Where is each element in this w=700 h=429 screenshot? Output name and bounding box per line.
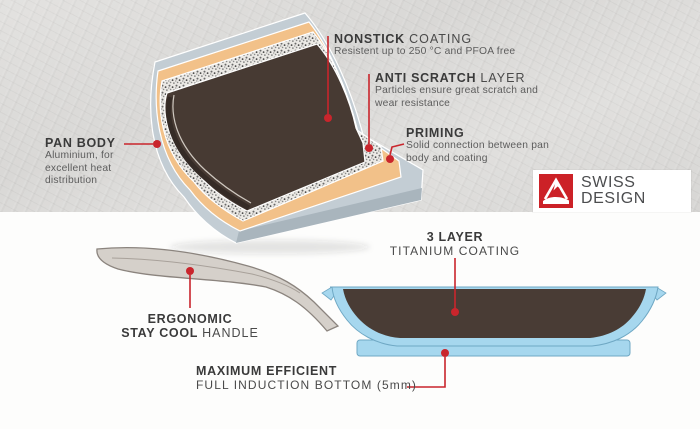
callout-dots bbox=[153, 114, 459, 357]
red-dot-marker-priming bbox=[386, 155, 394, 163]
induction-line2: FULL INDUCTION BOTTOM (5mm) bbox=[196, 378, 418, 392]
brand-name: SWISS DESIGN bbox=[581, 173, 646, 208]
cross-section-shadow bbox=[170, 240, 370, 254]
three-layer-line1: 3 LAYER bbox=[426, 230, 484, 244]
coating-cut-edge bbox=[166, 96, 251, 211]
red-dot-marker-three-layer bbox=[451, 308, 459, 316]
pan-body-desc-1: Aluminium, for bbox=[45, 150, 114, 161]
label-nonstick: NONSTICK COATING Resistent up to 250 °C … bbox=[334, 32, 515, 59]
induction-line1: MAXIMUM EFFICIENT bbox=[196, 364, 338, 378]
label-anti-scratch: ANTI SCRATCH LAYER Particles ensure grea… bbox=[375, 71, 538, 110]
label-three-layer: 3 LAYER TITANIUM COATING bbox=[365, 230, 545, 258]
label-induction: MAXIMUM EFFICIENT FULL INDUCTION BOTTOM … bbox=[196, 364, 417, 392]
nonstick-title-bold: NONSTICK bbox=[334, 32, 405, 46]
swiss-design-logo: SWISS DESIGN bbox=[533, 170, 691, 212]
anti-scratch-desc-2: wear resistance bbox=[375, 97, 451, 109]
ergonomic-line1: ERGONOMIC bbox=[147, 312, 233, 326]
pan-body-title: PAN BODY bbox=[45, 136, 116, 150]
anti-scratch-desc-1: Particles ensure great scratch and bbox=[375, 85, 539, 96]
layer-pan-body-front-face bbox=[236, 188, 422, 243]
brand-name-line2: DESIGN bbox=[581, 190, 646, 207]
label-ergonomic: ERGONOMIC STAY COOL HANDLE bbox=[100, 312, 280, 340]
anti-scratch-title-rest: LAYER bbox=[480, 71, 526, 85]
pan-handle bbox=[96, 247, 340, 332]
brand-name-line1: SWISS bbox=[581, 173, 636, 191]
callout-leader-lines bbox=[124, 36, 456, 388]
priming-desc-1: Solid connection between pan bbox=[406, 140, 549, 151]
label-priming: PRIMING Solid connection between pan bod… bbox=[406, 126, 549, 165]
leader-priming bbox=[389, 143, 405, 156]
ergonomic-line2-rest: HANDLE bbox=[202, 326, 259, 340]
leader-induction bbox=[407, 357, 446, 388]
priming-desc-2: body and coating bbox=[406, 152, 488, 164]
priming-title: PRIMING bbox=[406, 126, 465, 140]
pan-body-desc-3: distribution bbox=[45, 175, 98, 186]
ergonomic-line2-bold: STAY COOL bbox=[121, 326, 198, 340]
red-dot-marker-nonstick bbox=[324, 114, 332, 122]
nonstick-desc: Resistent up to 250 °C and PFOA free bbox=[334, 46, 516, 57]
red-dot-marker-pan-body bbox=[153, 140, 161, 148]
handle-crease bbox=[111, 257, 301, 294]
layer-nonstick-coating bbox=[164, 43, 366, 212]
three-layer-line2: TITANIUM COATING bbox=[389, 244, 521, 258]
cross-section-illustration bbox=[150, 12, 424, 254]
label-pan-body: PAN BODY Aluminium, for excellent heat d… bbox=[45, 136, 116, 188]
pan-body-desc-2: excellent heat bbox=[45, 162, 112, 174]
coating-edge-highlight bbox=[172, 94, 252, 204]
nonstick-title-rest: COATING bbox=[409, 32, 473, 46]
red-dot-marker-induction bbox=[441, 349, 449, 357]
side-view-illustration bbox=[96, 247, 667, 357]
red-dot-marker-anti-scratch bbox=[365, 144, 373, 152]
pan-interior-coating bbox=[343, 289, 646, 338]
mountain-logo-icon bbox=[539, 174, 573, 208]
red-dot-marker-ergonomic bbox=[186, 267, 194, 275]
anti-scratch-title-bold: ANTI SCRATCH bbox=[375, 71, 477, 85]
